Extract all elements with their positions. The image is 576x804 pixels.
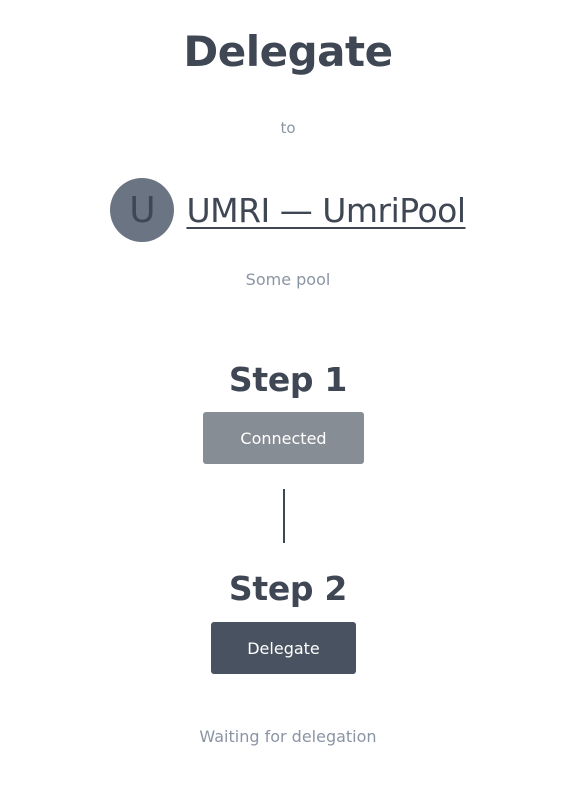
pool-description: Some pool (245, 270, 331, 289)
delegate-button[interactable]: Delegate (211, 622, 356, 674)
step-connector-line (283, 489, 285, 543)
step-2-title: Step 2 (228, 569, 348, 608)
pool-name-link[interactable]: UMRI — UmriPool (186, 190, 466, 230)
connected-button[interactable]: Connected (203, 412, 364, 464)
avatar-letter: U (129, 189, 156, 231)
pool-avatar: U (110, 178, 175, 242)
page-title: Delegate (183, 27, 393, 76)
step-1-title: Step 1 (228, 360, 348, 399)
to-label: to (280, 119, 296, 137)
delegation-status: Waiting for delegation (199, 727, 377, 746)
pool-header: U UMRI — UmriPool (0, 178, 576, 242)
